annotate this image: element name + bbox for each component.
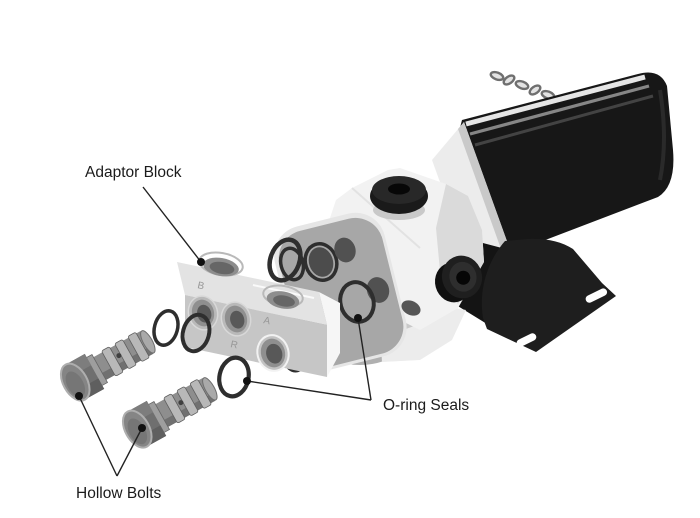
leader-line-oring-1: [357, 317, 372, 401]
o-ring-loose-bottom: [217, 355, 251, 399]
leader-line-bolt-2: [116, 427, 143, 477]
o-ring-face-large: [338, 280, 376, 324]
leader-dot-bolt-2: [138, 424, 146, 432]
hollow-bolt-1: [59, 330, 156, 402]
o-ring-loose: [152, 309, 180, 347]
mounting-bracket: [481, 238, 616, 352]
adaptor-block: B A R: [177, 251, 340, 377]
port-letter-a: A: [262, 315, 271, 327]
leader-dot-oring-1: [354, 314, 362, 322]
bracket-slot: [516, 333, 537, 347]
leader-line-bolt-1: [78, 395, 118, 477]
adaptor-front-boss: [220, 301, 252, 337]
motor-highlight: [465, 74, 646, 127]
leader-dot-oring-2: [243, 377, 251, 385]
port-letter-b: B: [196, 280, 205, 292]
callout-label-hollow-bolts: Hollow Bolts: [76, 485, 162, 502]
callout-label-o-ring-seals: O-ring Seals: [383, 397, 469, 414]
motor-cylinder: [443, 72, 674, 268]
o-ring-floating: [267, 237, 303, 283]
callout-leaders: [75, 186, 372, 477]
o-ring-seated: [303, 242, 339, 282]
hollow-bolt-2: [121, 377, 218, 449]
adaptor-port-top-2: [262, 284, 304, 309]
o-ring-loose: [180, 312, 212, 354]
leader-dot-adaptor-block: [197, 258, 205, 266]
port-letter-r: R: [229, 339, 238, 351]
filler-plug: [370, 176, 428, 220]
o-ring-face-left: [278, 246, 306, 282]
adaptor-front-boss: [256, 334, 290, 372]
lifting-chain: [489, 70, 556, 101]
leader-line-adaptor-block: [142, 186, 202, 263]
adaptor-port-top-1: [198, 251, 244, 277]
bracket-slot: [585, 288, 608, 303]
side-plug: [434, 255, 483, 303]
callout-label-adaptor-block: Adaptor Block: [85, 164, 182, 181]
leader-dot-bolt-1: [75, 392, 83, 400]
leader-line-oring-2: [246, 380, 372, 401]
